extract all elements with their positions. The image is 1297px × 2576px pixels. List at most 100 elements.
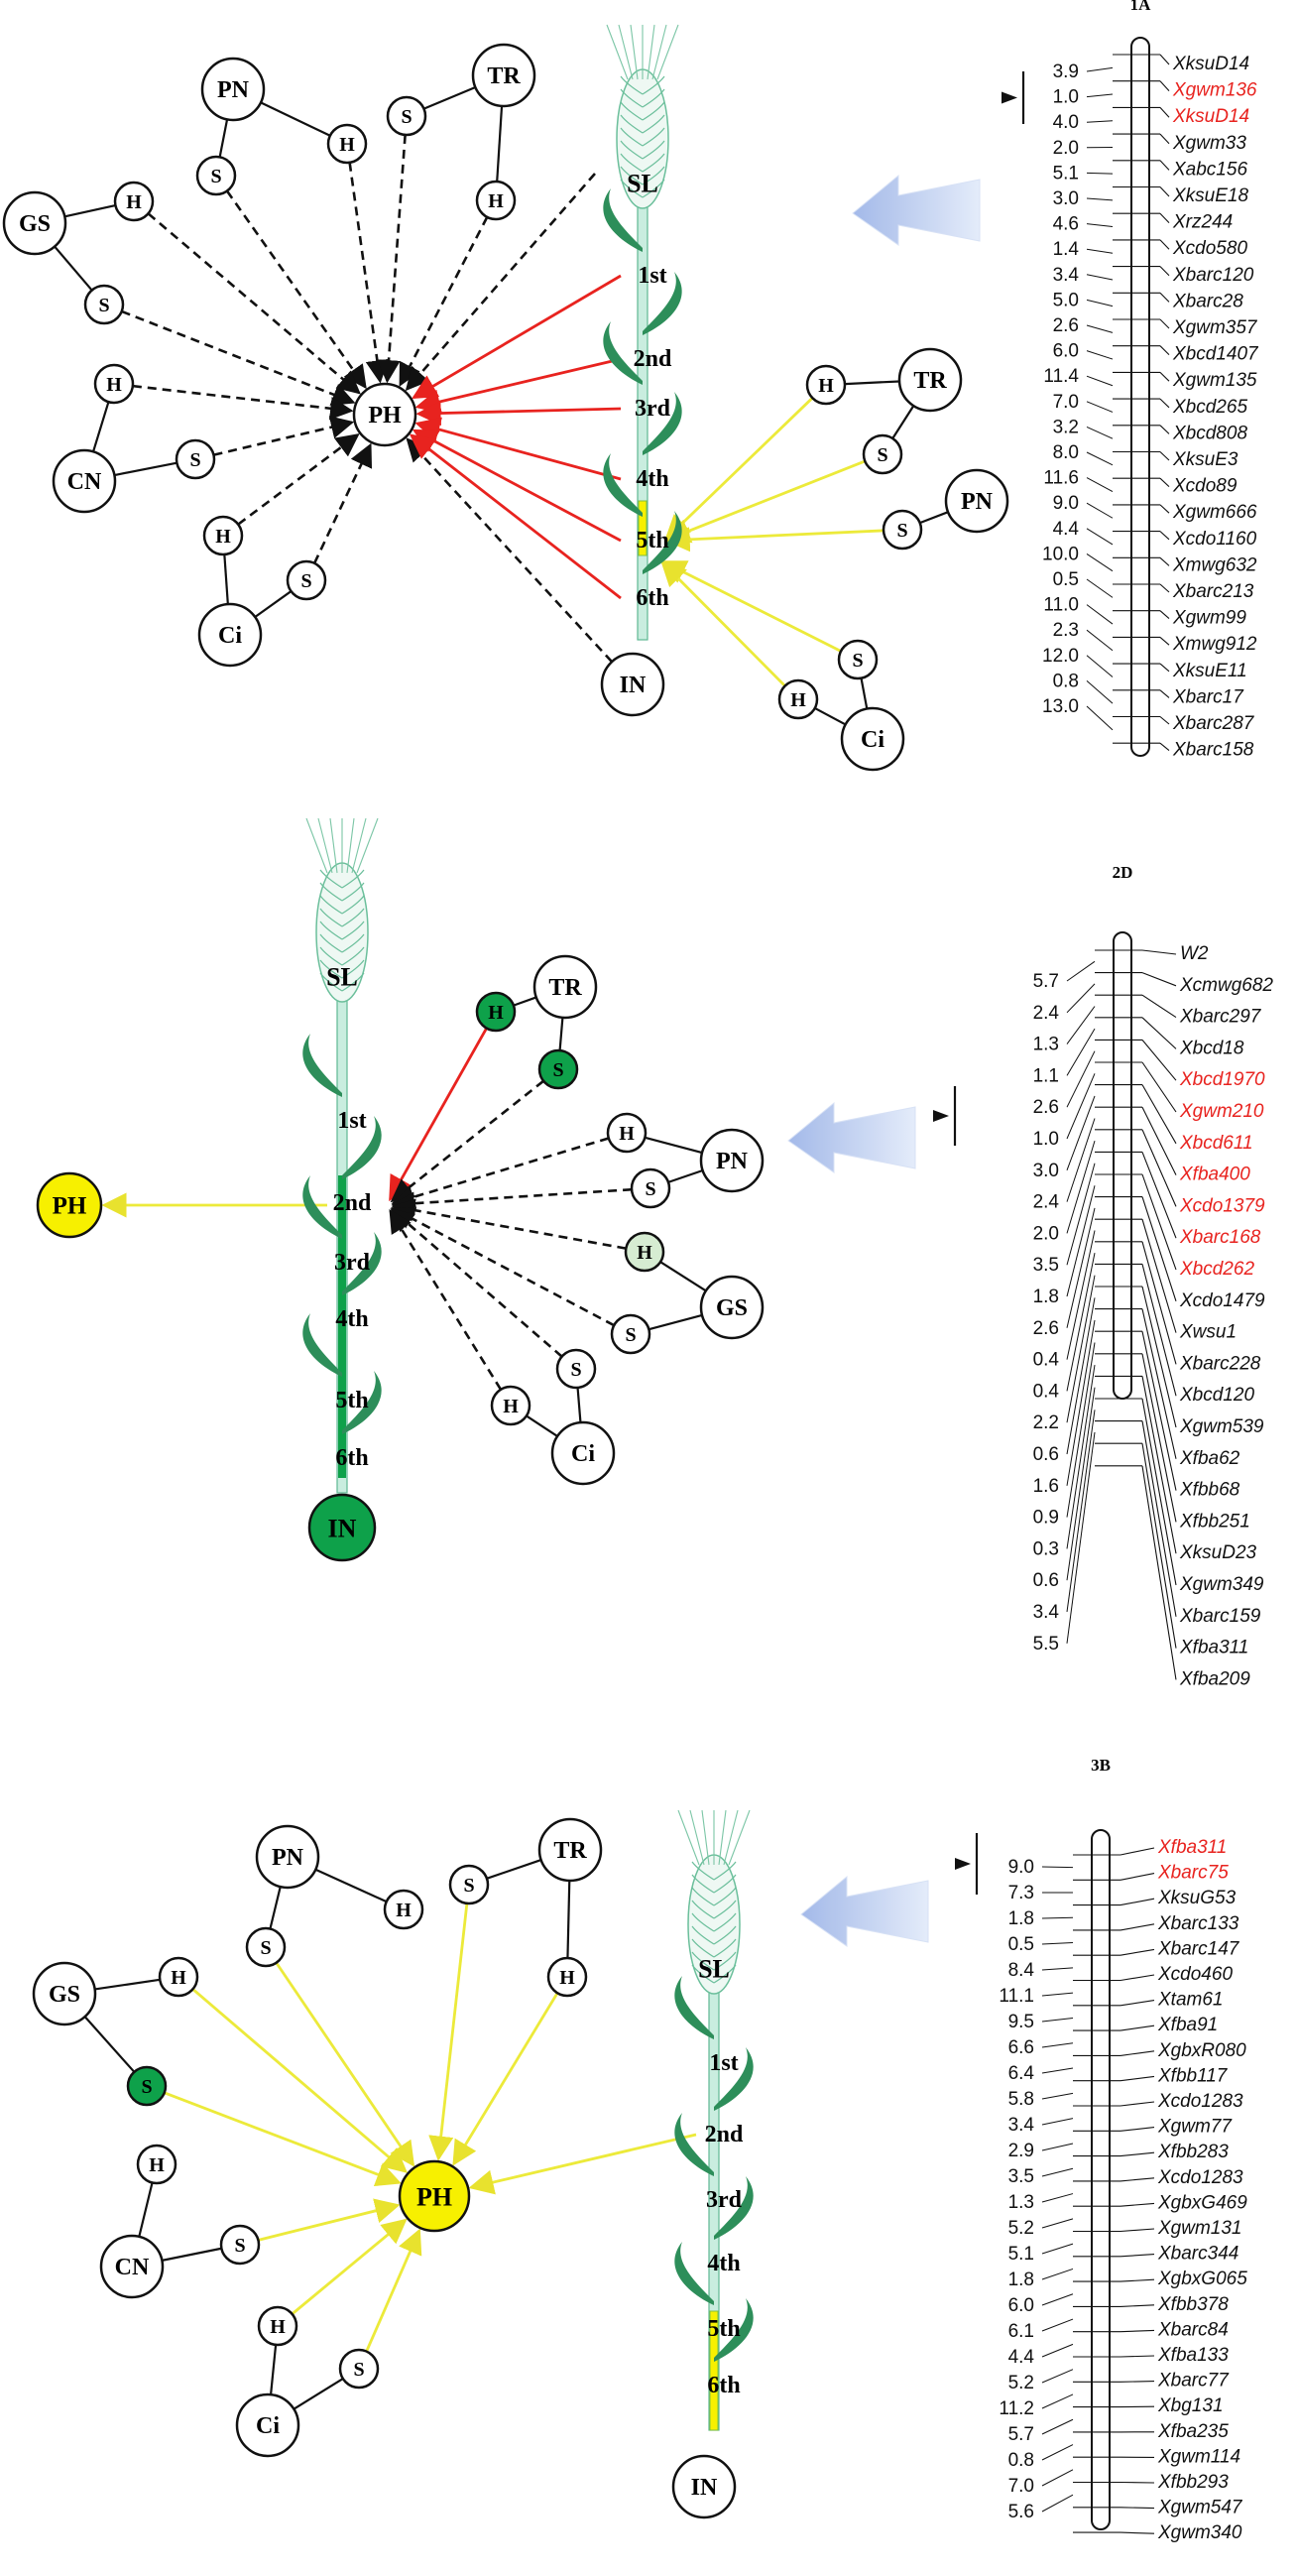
distance-label-3B: 8.4	[1008, 1960, 1035, 1981]
marker-label-1A: Xmwg632	[1172, 554, 1257, 575]
map-leader-3B	[1120, 1898, 1155, 1906]
2d-ci-circle	[550, 1420, 616, 1486]
marker-label-2D: Xwsu1	[1179, 1322, 1237, 1343]
distance-label-1A: 12.0	[1042, 646, 1079, 667]
1a-ci2-label: Ci	[861, 727, 884, 753]
2d-ci-h-circle	[490, 1385, 531, 1426]
2d-ph-label: PH	[53, 1193, 87, 1220]
1a-edge	[254, 590, 293, 618]
2d-dashed-arrow	[389, 1208, 503, 1391]
1a-dashed-arrow	[405, 173, 596, 392]
2d-gs-s-circle	[610, 1313, 651, 1355]
map-leader-3B	[1120, 2481, 1155, 2484]
marker-label-2D: Xbarc168	[1179, 1227, 1261, 1248]
map-dist-leader-1A	[1086, 680, 1114, 704]
map-dist-leader-1A	[1086, 248, 1114, 254]
marker-label-2D: Xfba62	[1179, 1448, 1240, 1469]
2d-pos-1: 1st	[337, 1108, 366, 1134]
2d-edge	[648, 1313, 703, 1331]
2d-ph: PH	[36, 1171, 103, 1239]
1a-leaf-5	[603, 453, 643, 517]
2d-gs-label: GS	[716, 1295, 748, 1321]
3b-yellow-arrow	[191, 1988, 409, 2173]
marker-label-3B: Xtam61	[1157, 1990, 1223, 2011]
maps-layer: 1AXksuD14Xgwm136XksuD14Xgwm33Xabc156Xksu…	[933, 0, 1273, 2543]
1a-edge	[92, 401, 110, 452]
3b-cn-h-label: H	[149, 2154, 165, 2176]
distance-label-3B: 6.0	[1008, 2295, 1034, 2316]
1a-tr-circle	[471, 43, 536, 108]
3b-tr-h-label: H	[559, 1967, 575, 1989]
1a-cn-s: S	[175, 438, 216, 480]
2d-edge	[576, 1387, 582, 1423]
distance-label-2D: 3.0	[1033, 1161, 1059, 1181]
distance-label-3B: 6.1	[1008, 2321, 1034, 2342]
3b-leaf-3	[674, 2113, 714, 2176]
1a-ci2-s-circle	[837, 639, 879, 680]
3b-tr-h: H	[546, 1956, 588, 1998]
marker-label-3B: Xbarc344	[1157, 2244, 1238, 2265]
1a-ci2-circle	[840, 706, 905, 772]
distance-label-2D: 1.0	[1033, 1129, 1059, 1150]
map-dist-leader-3B	[1041, 2469, 1074, 2487]
1a-pos-4: 4th	[636, 466, 668, 492]
map-leader-3B	[1120, 2507, 1155, 2510]
map-leader-1A	[1159, 345, 1170, 355]
1a-leaf-3	[603, 321, 643, 385]
map-dist-leader-1A	[1086, 223, 1114, 228]
distance-label-1A: 2.3	[1053, 620, 1079, 641]
distance-label-3B: 11.2	[999, 2398, 1034, 2419]
map-leader-2D	[1141, 1443, 1177, 1649]
map-dist-leader-1A	[1086, 324, 1114, 333]
1a-yellow-arrow	[660, 560, 786, 687]
1a-in-label: IN	[620, 673, 647, 698]
3b-spike	[677, 1809, 751, 1995]
1a-leaf-2	[643, 272, 682, 335]
2d-ci-label: Ci	[571, 1441, 595, 1467]
map-dist-leader-1A	[1086, 451, 1114, 466]
map-dist-leader-2D	[1066, 1118, 1096, 1202]
map-dist-leader-1A	[1086, 578, 1114, 598]
distance-label-1A: 13.0	[1042, 696, 1079, 717]
map-leader-1A	[1159, 610, 1170, 620]
3b-yellow-arrow	[452, 1992, 559, 2166]
distance-label-2D: 1.1	[1033, 1065, 1059, 1086]
2d-edge	[513, 996, 537, 1007]
3b-gs-label: GS	[49, 1982, 80, 2008]
2d-pos-4: 4th	[335, 1306, 368, 1332]
distance-label-2D: 0.6	[1033, 1570, 1059, 1591]
2d-pn-label: PN	[716, 1149, 749, 1174]
1a-dashed-arrow	[237, 432, 360, 526]
map-dist-leader-2D	[1066, 1207, 1096, 1328]
3b-yellow-arrow	[291, 2218, 408, 2315]
2d-edge	[667, 1168, 704, 1183]
3b-gs-s-circle	[126, 2065, 168, 2107]
3b-pos-5: 5th	[707, 2316, 740, 2342]
1a-edge	[64, 204, 116, 218]
2d-tr: TR	[532, 954, 598, 1020]
marker-label-2D: Xfba311	[1179, 1638, 1248, 1658]
map-leader-3B	[1120, 1974, 1155, 1982]
distance-label-1A: 3.0	[1053, 188, 1079, 209]
1a-tr2-s: S	[862, 433, 903, 475]
marker-label-1A: XksuE11	[1172, 661, 1247, 681]
map-dist-leader-3B	[1041, 1916, 1074, 1919]
1a-edge	[218, 119, 229, 158]
marker-label-3B: Xgwm77	[1157, 2117, 1233, 2138]
qtl-pointer-2D	[933, 1110, 949, 1122]
1a-cn: CN	[52, 448, 117, 514]
1a-gs-h-label: H	[126, 191, 142, 213]
2d-pn: PN	[699, 1128, 765, 1193]
map-dist-leader-3B	[1041, 2243, 1074, 2255]
marker-label-2D: Xbcd611	[1179, 1133, 1253, 1154]
1a-gs-s: S	[83, 284, 125, 325]
2d-dashed-arrow	[391, 1187, 633, 1215]
distance-label-1A: 1.4	[1053, 239, 1080, 260]
3b-edge	[269, 1886, 282, 1929]
distance-label-3B: 5.6	[1008, 2502, 1034, 2522]
1a-tr2-s-label: S	[877, 444, 887, 466]
1a-ph-label: PH	[368, 403, 402, 429]
2d-pos-5: 5th	[335, 1388, 368, 1413]
map-dist-leader-3B	[1041, 2318, 1074, 2332]
marker-label-1A: XksuE3	[1172, 449, 1238, 470]
